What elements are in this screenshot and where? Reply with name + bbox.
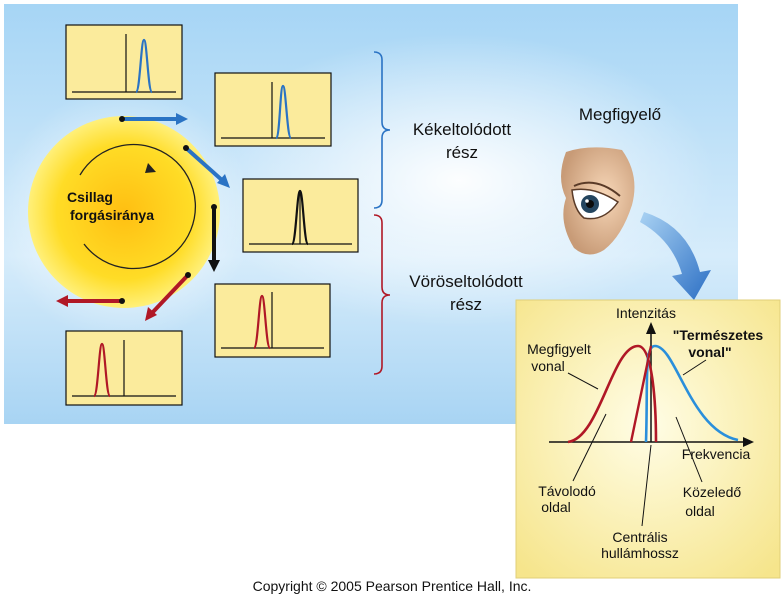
receding-side-pointer [572, 413, 607, 482]
black-arrow-down [208, 204, 220, 272]
observed-peak-edge [629, 345, 653, 443]
intensity-axis-arrow-icon [646, 322, 656, 334]
natural-line-label-line1: "Természetes [673, 327, 764, 343]
line-profile-panel [515, 299, 781, 579]
observed-line-label-line1: Megfigyelt [527, 341, 591, 357]
central-wavelength-label-line1: Centrális [612, 529, 667, 545]
redshift-label-line2: rész [450, 295, 482, 314]
approaching-side-pointer [675, 416, 703, 483]
observer-label: Megfigyelő [579, 105, 661, 124]
redshift-brace [373, 214, 391, 375]
observed-line-label-line2: vonal [531, 358, 564, 374]
blueshift-label-line2: rész [446, 143, 478, 162]
spectrum-panel-5 [65, 330, 183, 406]
red-arrow-bottom [56, 295, 125, 307]
star [28, 116, 220, 308]
star-label-line2: forgásiránya [70, 207, 154, 223]
frequency-label: Frekvencia [682, 446, 751, 462]
natural-line-pointer [682, 359, 707, 376]
blue-arrow-diagonal [183, 145, 230, 188]
spectrum-panel-3 [242, 178, 359, 253]
approaching-side-label-line2: oldal [685, 503, 715, 519]
central-wavelength-pointer [641, 444, 652, 527]
view-arrow [640, 212, 711, 300]
spectrum-panel-4 [214, 283, 331, 358]
approaching-side-label-line1: Közeledő [683, 484, 742, 500]
redshift-label-line1: Vöröseltolódott [409, 272, 523, 291]
blueshift-brace [373, 51, 391, 209]
receding-side-label-line1: Távolodó [538, 483, 596, 499]
blue-arrow-top [119, 113, 188, 125]
spectrum-panel-1 [65, 24, 183, 100]
frequency-axis-arrow-icon [743, 437, 754, 447]
blueshift-label-line1: Kékeltolódott [413, 120, 512, 139]
central-wavelength-label-line2: hullámhossz [601, 545, 679, 561]
receding-side-label-line2: oldal [541, 499, 571, 515]
eye-icon [561, 147, 635, 255]
spectrum-panel-2 [214, 72, 332, 147]
observed-line-pointer [567, 372, 599, 390]
rotation-arrow-icon [79, 143, 197, 270]
natural-line-label-line2: vonal" [688, 344, 731, 360]
intensity-label: Intenzitás [616, 305, 676, 321]
motion-arrows [56, 113, 230, 321]
copyright-notice: Copyright © 2005 Pearson Prentice Hall, … [252, 578, 532, 594]
star-label-line1: Csillag [67, 189, 113, 205]
observed-line-curve [567, 344, 658, 444]
natural-line-curve [644, 344, 739, 443]
red-arrow-diagonal [145, 272, 191, 321]
